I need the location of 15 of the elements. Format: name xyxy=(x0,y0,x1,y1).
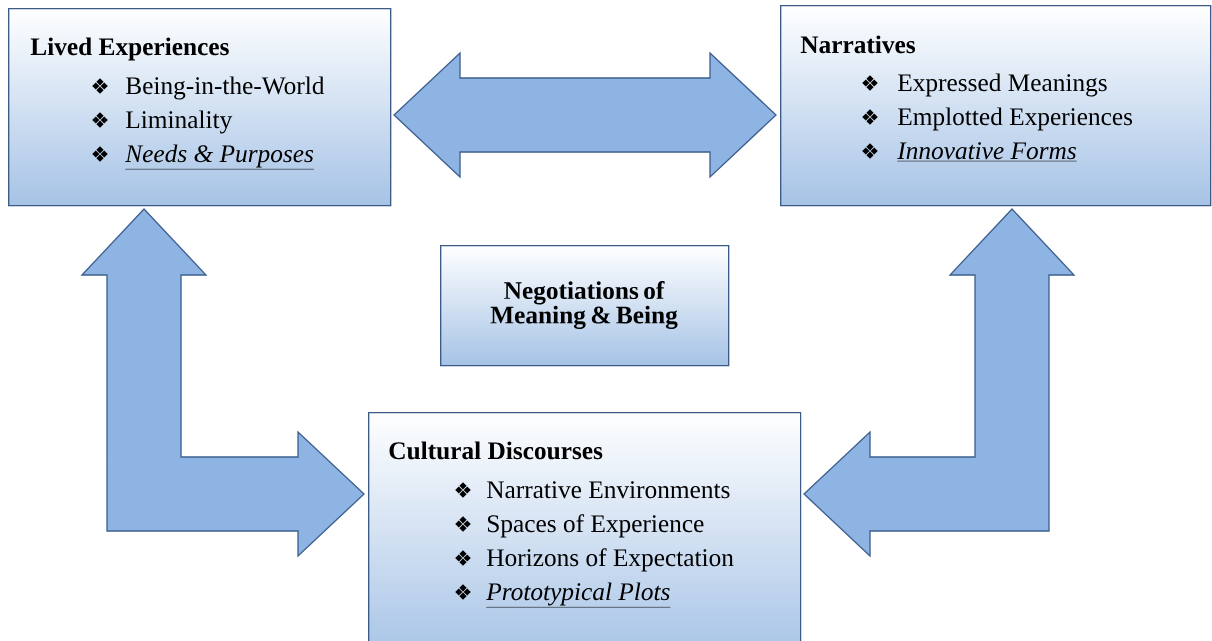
heading: Narratives xyxy=(800,35,916,54)
heading: Cultural Discourses xyxy=(389,441,603,460)
block-arrow xyxy=(393,51,777,179)
list-item: Narrative Environments xyxy=(487,481,730,499)
list-item: Spaces of Experience xyxy=(487,514,704,538)
list-item: Prototypical Plots xyxy=(486,582,671,608)
list-item: Being-in-the-World xyxy=(126,76,325,100)
heading: Lived Experiences xyxy=(30,37,229,61)
list-item: Expressed Meanings xyxy=(898,73,1107,97)
box-label: Negotiations of Meaning & Being xyxy=(490,281,678,329)
list-item: Horizons of Expectation xyxy=(487,548,734,572)
list-item: Innovative Forms xyxy=(897,142,1077,162)
list-item: Liminality xyxy=(126,110,233,134)
list-item: Emplotted Experiences xyxy=(898,107,1133,131)
list-item: Needs & Purposes xyxy=(125,144,315,170)
